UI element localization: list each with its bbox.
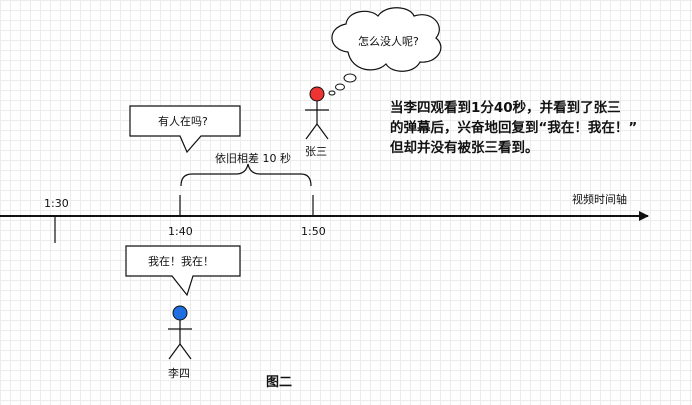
description-line-3: 但却并没有被张三看到。 [389, 139, 539, 156]
description-line-2: 的弹幕后，兴奋地回复到“我在！我在！” [390, 119, 637, 136]
zhangsan-name: 张三 [305, 145, 327, 158]
bracket [180, 163, 312, 187]
description-line-1: 当李四观看到1分40秒，并看到了张三 [390, 99, 621, 116]
lisi-head [172, 305, 188, 321]
figure-caption: 图二 [266, 375, 292, 390]
tick-label-1-40: 1:40 [168, 225, 193, 238]
lisi-bubble-text: 我在！我在！ [148, 255, 214, 268]
tick-label-1-30: 1:30 [44, 197, 69, 210]
zhangsan-figure [305, 86, 329, 140]
thought-cloud [328, 7, 442, 96]
lisi-speech-bubble [125, 245, 241, 297]
lisi-name: 李四 [168, 366, 190, 380]
lisi-figure [168, 305, 192, 360]
top-bubble-text: 有人在吗? [158, 114, 208, 128]
zhangsan-head [309, 86, 325, 102]
top-speech-bubble [129, 105, 241, 154]
thought-text: 怎么没人呢? [358, 34, 419, 48]
axis-label: 视频时间轴 [572, 192, 627, 206]
tick-label-1-50: 1:50 [301, 225, 326, 238]
bracket-label: 依旧相差 10 秒 [215, 151, 291, 165]
